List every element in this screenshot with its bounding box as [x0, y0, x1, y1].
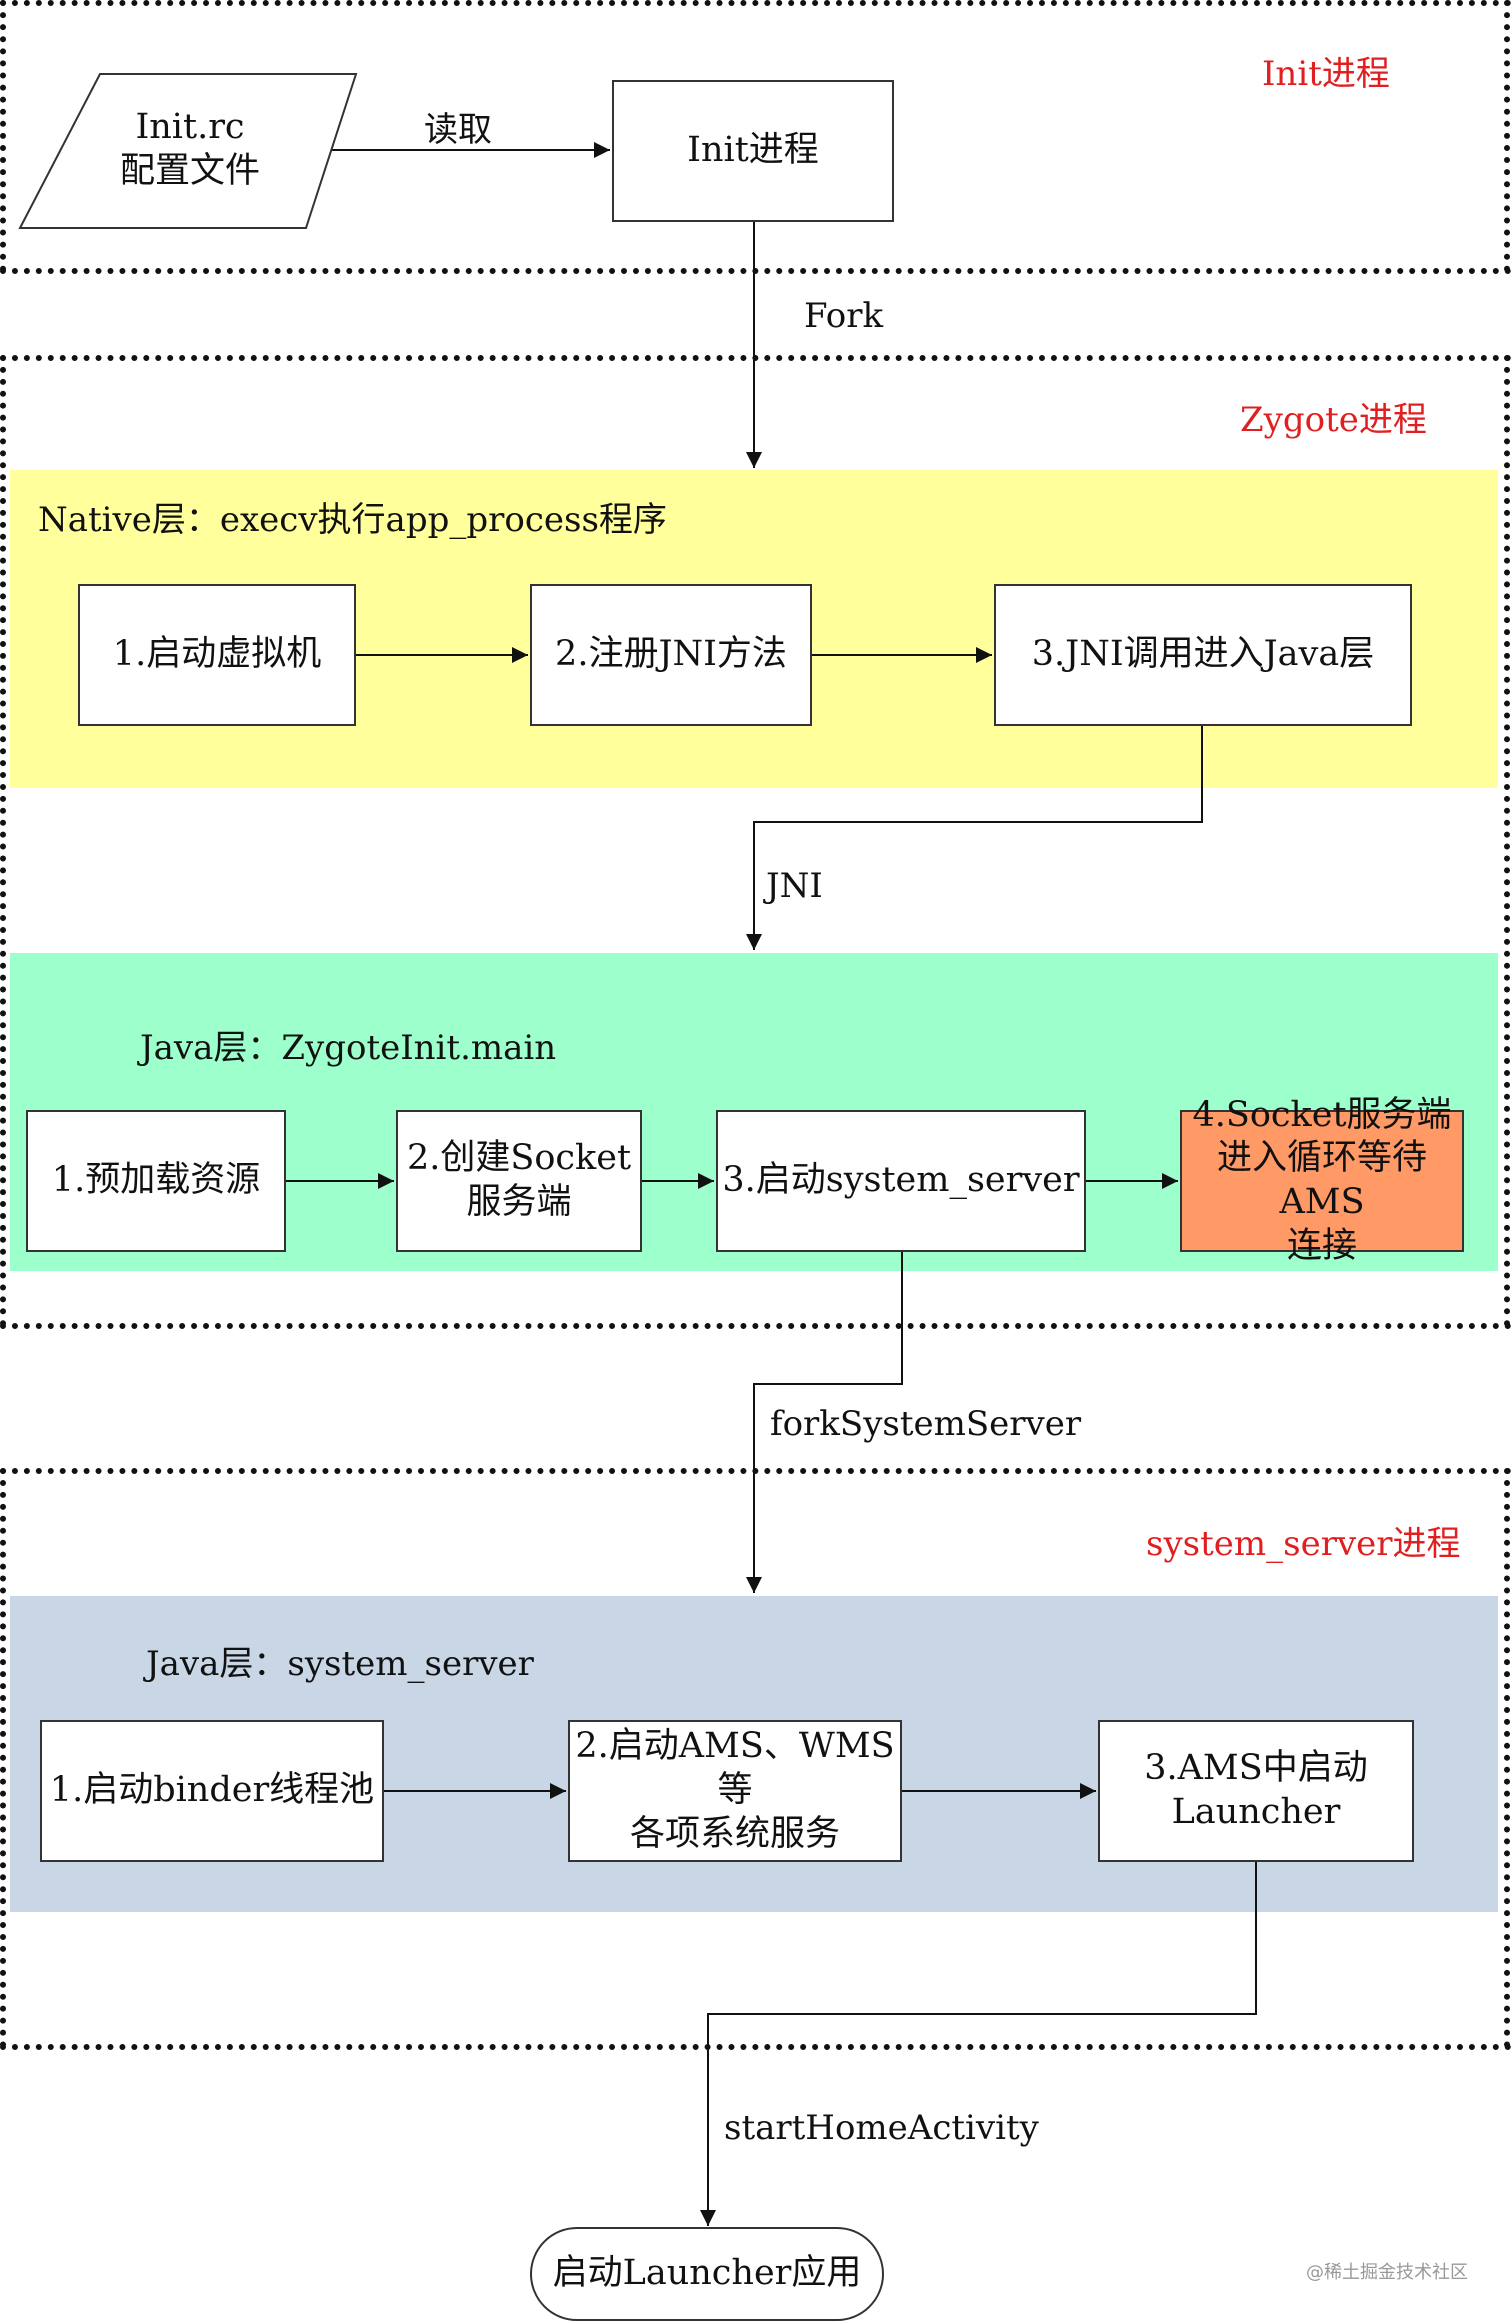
java-step-3: 3.启动system_server	[716, 1110, 1086, 1252]
config-file-shape	[18, 73, 358, 229]
java-step-2: 2.创建Socket 服务端	[396, 1110, 642, 1252]
fork-label: Fork	[804, 296, 884, 336]
zygote-region-top-border	[0, 355, 1512, 361]
fork-system-server-arrow	[746, 1252, 903, 1593]
start-home-activity-label: startHomeActivity	[724, 2108, 1039, 2148]
system-region-bottom-border	[0, 2044, 1512, 2050]
system-server-region-title: system_server进程	[1146, 1524, 1461, 1564]
system-layer-title: Java层：system_server	[146, 1644, 534, 1684]
init-region-right-border	[1504, 0, 1510, 272]
fork-system-server-label: forkSystemServer	[770, 1404, 1082, 1444]
native-step-3: 3.JNI调用进入Java层	[994, 584, 1412, 726]
system-region-left-border	[0, 1468, 6, 2048]
native-step-2: 2.注册JNI方法	[530, 584, 812, 726]
init-region-bottom-border	[0, 268, 1512, 274]
jni-label: JNI	[766, 866, 823, 906]
system-region-top-border	[0, 1468, 1512, 1474]
init-region-left-border	[0, 0, 6, 272]
launcher-app-shape	[530, 2227, 884, 2321]
jni-arrow	[746, 726, 1203, 950]
system-step-1: 1.启动binder线程池	[40, 1720, 384, 1862]
init-process-box: Init进程	[612, 80, 894, 222]
system-step-3: 3.AMS中启动 Launcher	[1098, 1720, 1414, 1862]
system-step-2: 2.启动AMS、WMS等 各项系统服务	[568, 1720, 902, 1862]
java-layer-title: Java层：ZygoteInit.main	[140, 1028, 557, 1068]
init-region-top-border	[0, 0, 1512, 6]
zygote-region-right-border	[1504, 355, 1510, 1327]
zygote-region-left-border	[0, 355, 6, 1327]
watermark: @稀土掘金技术社区	[1306, 2262, 1468, 2283]
launcher-app-label: 启动Launcher应用	[552, 2253, 862, 2294]
native-layer-title: Native层：execv执行app_process程序	[38, 500, 667, 540]
config-file-label: Init.rc 配置文件	[119, 107, 260, 191]
init-region-title: Init进程	[1262, 54, 1390, 94]
zygote-region-bottom-border	[0, 1323, 1512, 1329]
java-step-4-highlight: 4.Socket服务端 进入循环等待AMS 连接	[1180, 1095, 1464, 1266]
system-region-right-border	[1504, 1468, 1510, 2048]
read-label: 读取	[424, 110, 492, 150]
java-step-1: 1.预加载资源	[26, 1110, 286, 1252]
zygote-region-title: Zygote进程	[1240, 400, 1427, 440]
start-home-arrow	[700, 1862, 1257, 2226]
native-step-1: 1.启动虚拟机	[78, 584, 356, 726]
